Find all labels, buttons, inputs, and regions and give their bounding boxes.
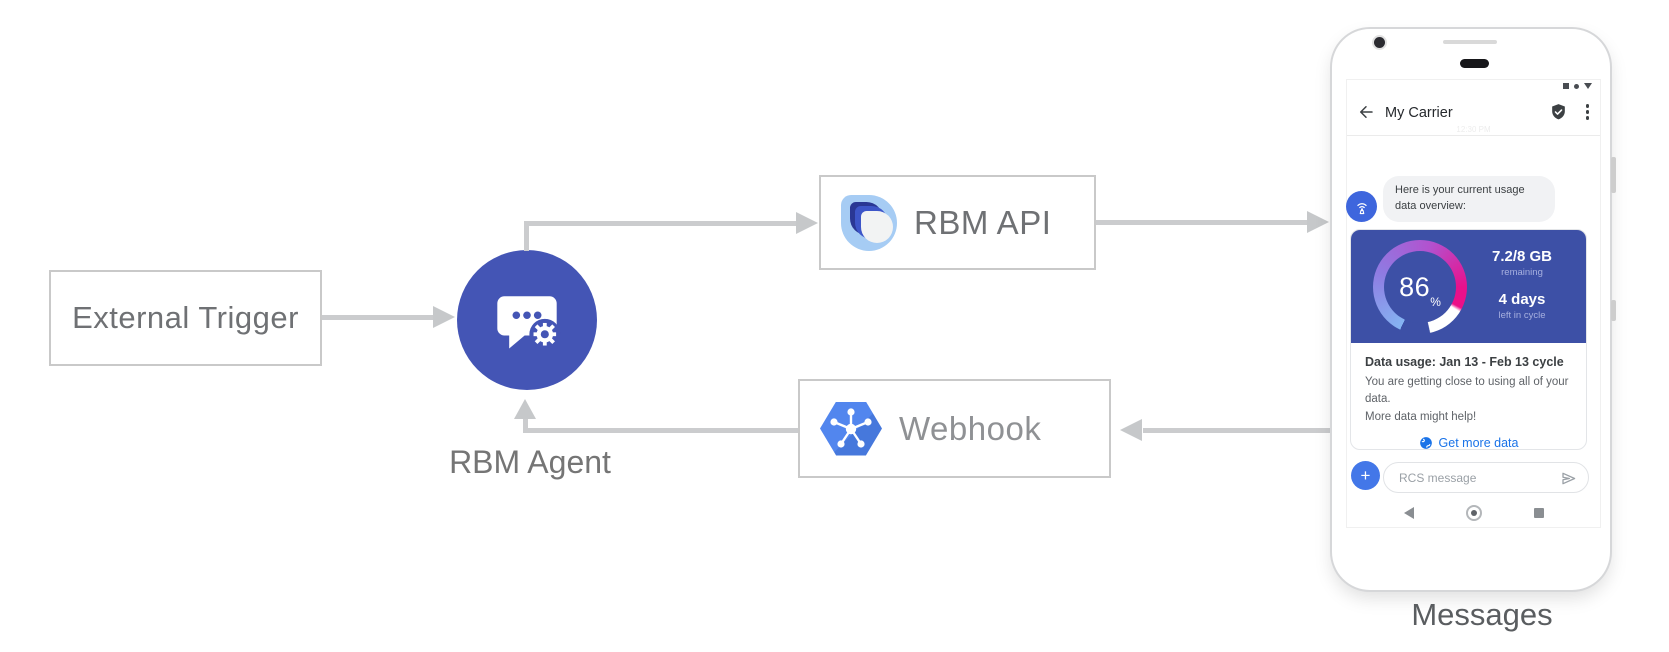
bubble-text-line2: data overview: — [1395, 199, 1466, 212]
usage-stats-column: 7.2/8 GB remaining 4 days left in cycle — [1468, 248, 1576, 321]
arrow-trigger-to-agent — [322, 315, 434, 320]
gauge-percent-value: 86 — [1399, 271, 1431, 302]
phone-mockup: My Carrier 12:30 PM — [1332, 29, 1616, 590]
connector-agent-up — [524, 223, 529, 251]
arrowhead-agent-to-api — [796, 212, 818, 234]
message-input-pill[interactable] — [1383, 462, 1589, 493]
back-arrow-icon[interactable] — [1357, 103, 1375, 121]
antenna-icon — [1356, 202, 1367, 214]
conversation-header: My Carrier — [1347, 94, 1600, 134]
connector-api-to-phone — [1096, 220, 1307, 225]
usage-value: 7.2/8 GB — [1491, 248, 1553, 265]
chat-bubble-gear-icon — [497, 296, 561, 350]
status-square-icon — [1563, 83, 1569, 89]
get-more-data-label: Get more data — [1438, 435, 1519, 450]
earpiece-slot — [1443, 40, 1497, 44]
usage-gauge-panel: 86 % 7.2/8 GB remaining 4 days left in c… — [1351, 230, 1586, 343]
connector-phone-to-webhook — [1143, 428, 1332, 433]
webhook-label: Webhook — [899, 409, 1042, 447]
header-divider — [1347, 135, 1600, 136]
webhook-node: Webhook — [798, 379, 1111, 478]
rbm-api-logo-icon — [841, 194, 897, 251]
connector-webhook-up — [523, 419, 528, 433]
overflow-menu-icon[interactable] — [1585, 104, 1589, 120]
card-body-line1: You are getting close to using all of yo… — [1365, 376, 1569, 406]
rcs-message-input[interactable] — [1397, 469, 1551, 486]
phone-volume-button — [1611, 157, 1616, 193]
arrowhead-trigger-to-agent — [433, 306, 455, 328]
days-value: 4 days — [1498, 291, 1546, 308]
gauge-percent-sign: % — [1430, 295, 1441, 309]
nav-back-icon[interactable] — [1403, 507, 1414, 519]
front-camera — [1374, 37, 1385, 48]
rbm-agent-node — [457, 250, 597, 390]
arrowhead-api-to-phone — [1307, 211, 1329, 233]
conversation-title: My Carrier — [1385, 105, 1453, 121]
bubble-text-line1: Here is your current usage — [1395, 184, 1525, 196]
connector-webhook-left — [526, 428, 798, 433]
usage-caption: remaining — [1501, 267, 1543, 278]
status-triangle-icon — [1584, 83, 1592, 89]
rbm-agent-label: RBM Agent — [449, 444, 611, 480]
attach-plus-button[interactable]: + — [1351, 461, 1380, 490]
send-icon[interactable] — [1561, 471, 1577, 486]
usage-detail-panel: Data usage: Jan 13 - Feb 13 cycle You ar… — [1351, 343, 1586, 450]
plus-icon: + — [1360, 465, 1371, 485]
arrowhead-phone-to-webhook — [1120, 419, 1142, 441]
faint-timestamp: 12:30 PM — [1456, 125, 1491, 134]
rbm-api-node: RBM API — [819, 175, 1096, 270]
status-dot-icon — [1574, 83, 1579, 89]
arrowhead-webhook-to-agent — [514, 399, 536, 419]
usage-gauge-ring: 86 % — [1373, 240, 1467, 334]
android-nav-bar — [1347, 504, 1600, 522]
rbm-api-label: RBM API — [914, 203, 1052, 241]
days-caption: left in cycle — [1498, 310, 1546, 321]
globe-icon — [1419, 436, 1432, 449]
chat-bubble: Here is your current usage data overview… — [1383, 176, 1555, 222]
external-trigger-label: External Trigger — [72, 300, 299, 335]
verified-badge-icon — [1552, 104, 1565, 120]
connector-agent-to-api — [524, 221, 796, 226]
agent-avatar — [1346, 191, 1377, 222]
phone-screen: My Carrier 12:30 PM — [1346, 80, 1600, 527]
nav-recents-icon[interactable] — [1533, 508, 1544, 518]
external-trigger-node: External Trigger — [49, 270, 322, 366]
get-more-data-action[interactable]: Get more data — [1365, 435, 1572, 450]
pubsub-hexagon-icon — [820, 401, 882, 456]
status-bar — [1563, 83, 1592, 89]
nav-home-icon[interactable] — [1465, 505, 1482, 521]
messages-app-label: Messages — [1411, 597, 1553, 632]
speaker — [1460, 59, 1489, 68]
card-body-line2: More data might help! — [1365, 410, 1477, 423]
card-title: Data usage: Jan 13 - Feb 13 cycle — [1365, 355, 1564, 369]
usage-rich-card: 86 % 7.2/8 GB remaining 4 days left in c… — [1350, 229, 1587, 450]
phone-power-button — [1611, 300, 1616, 321]
